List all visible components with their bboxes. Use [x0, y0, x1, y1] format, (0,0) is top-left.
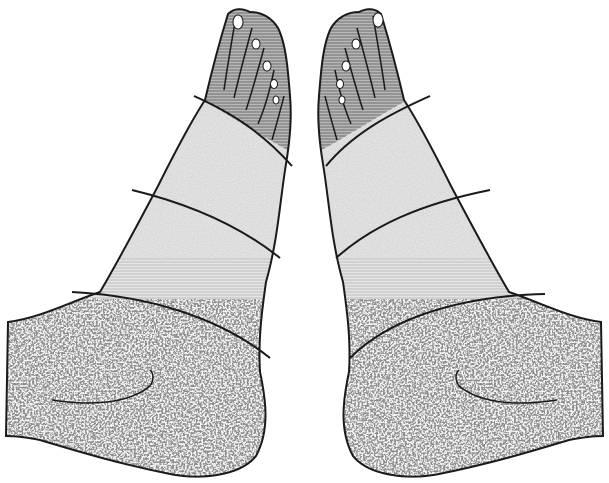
right-foot	[289, 0, 609, 483]
left-foot	[0, 0, 320, 483]
